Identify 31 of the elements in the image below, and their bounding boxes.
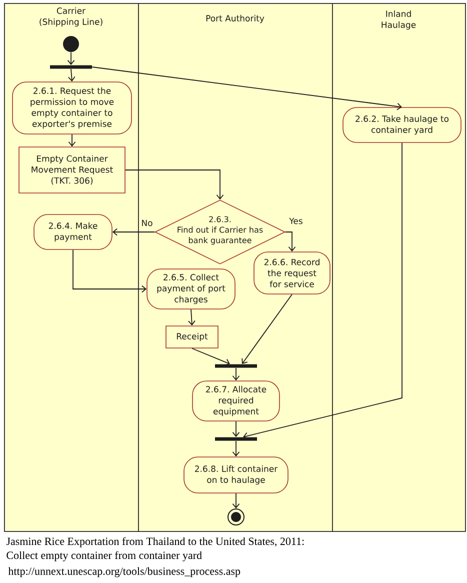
- arrow: [68, 134, 76, 147]
- arrow: [284, 232, 296, 252]
- arrow: [242, 294, 292, 364]
- arrow: [67, 52, 75, 66]
- arrow: [124, 170, 224, 200]
- arrow: [232, 368, 240, 381]
- arrow: [232, 492, 240, 508]
- sync-bar: [215, 364, 257, 368]
- arrow: [188, 308, 196, 326]
- arrow: [72, 249, 147, 293]
- activity-box: 2.6.4. Make payment: [34, 214, 112, 250]
- sync-bar: [215, 437, 257, 441]
- arrow: [243, 142, 402, 440]
- activity-box: 2.6.6. Record the request for service: [254, 252, 330, 294]
- arrow: [92, 66, 402, 110]
- activity-box: 2.6.2. Take haulage to container yard: [342, 107, 462, 143]
- arrow: [112, 228, 156, 236]
- source-url: http://unnext.unescap.org/tools/business_process.asp: [8, 567, 240, 578]
- activity-box: 2.6.7. Allocate required equipment: [192, 380, 280, 422]
- start-dot: [63, 36, 79, 52]
- document-box: Receipt: [166, 326, 218, 348]
- arrow: [192, 348, 230, 366]
- arrow: [232, 420, 240, 438]
- arrow: [68, 68, 76, 82]
- arrow: [232, 440, 240, 457]
- activity-box: 2.6.5. Collect payment of port charges: [146, 268, 236, 310]
- activity-box: 2.6.1. Request the permission to move empty container to exporter's premise: [12, 82, 132, 134]
- activity-box: 2.6.8. Lift container on to haulage: [184, 456, 288, 494]
- document-box: Empty Container Movement Request (TKT. 306): [18, 146, 126, 194]
- end-marker: [228, 508, 244, 526]
- sync-bar: [50, 65, 92, 69]
